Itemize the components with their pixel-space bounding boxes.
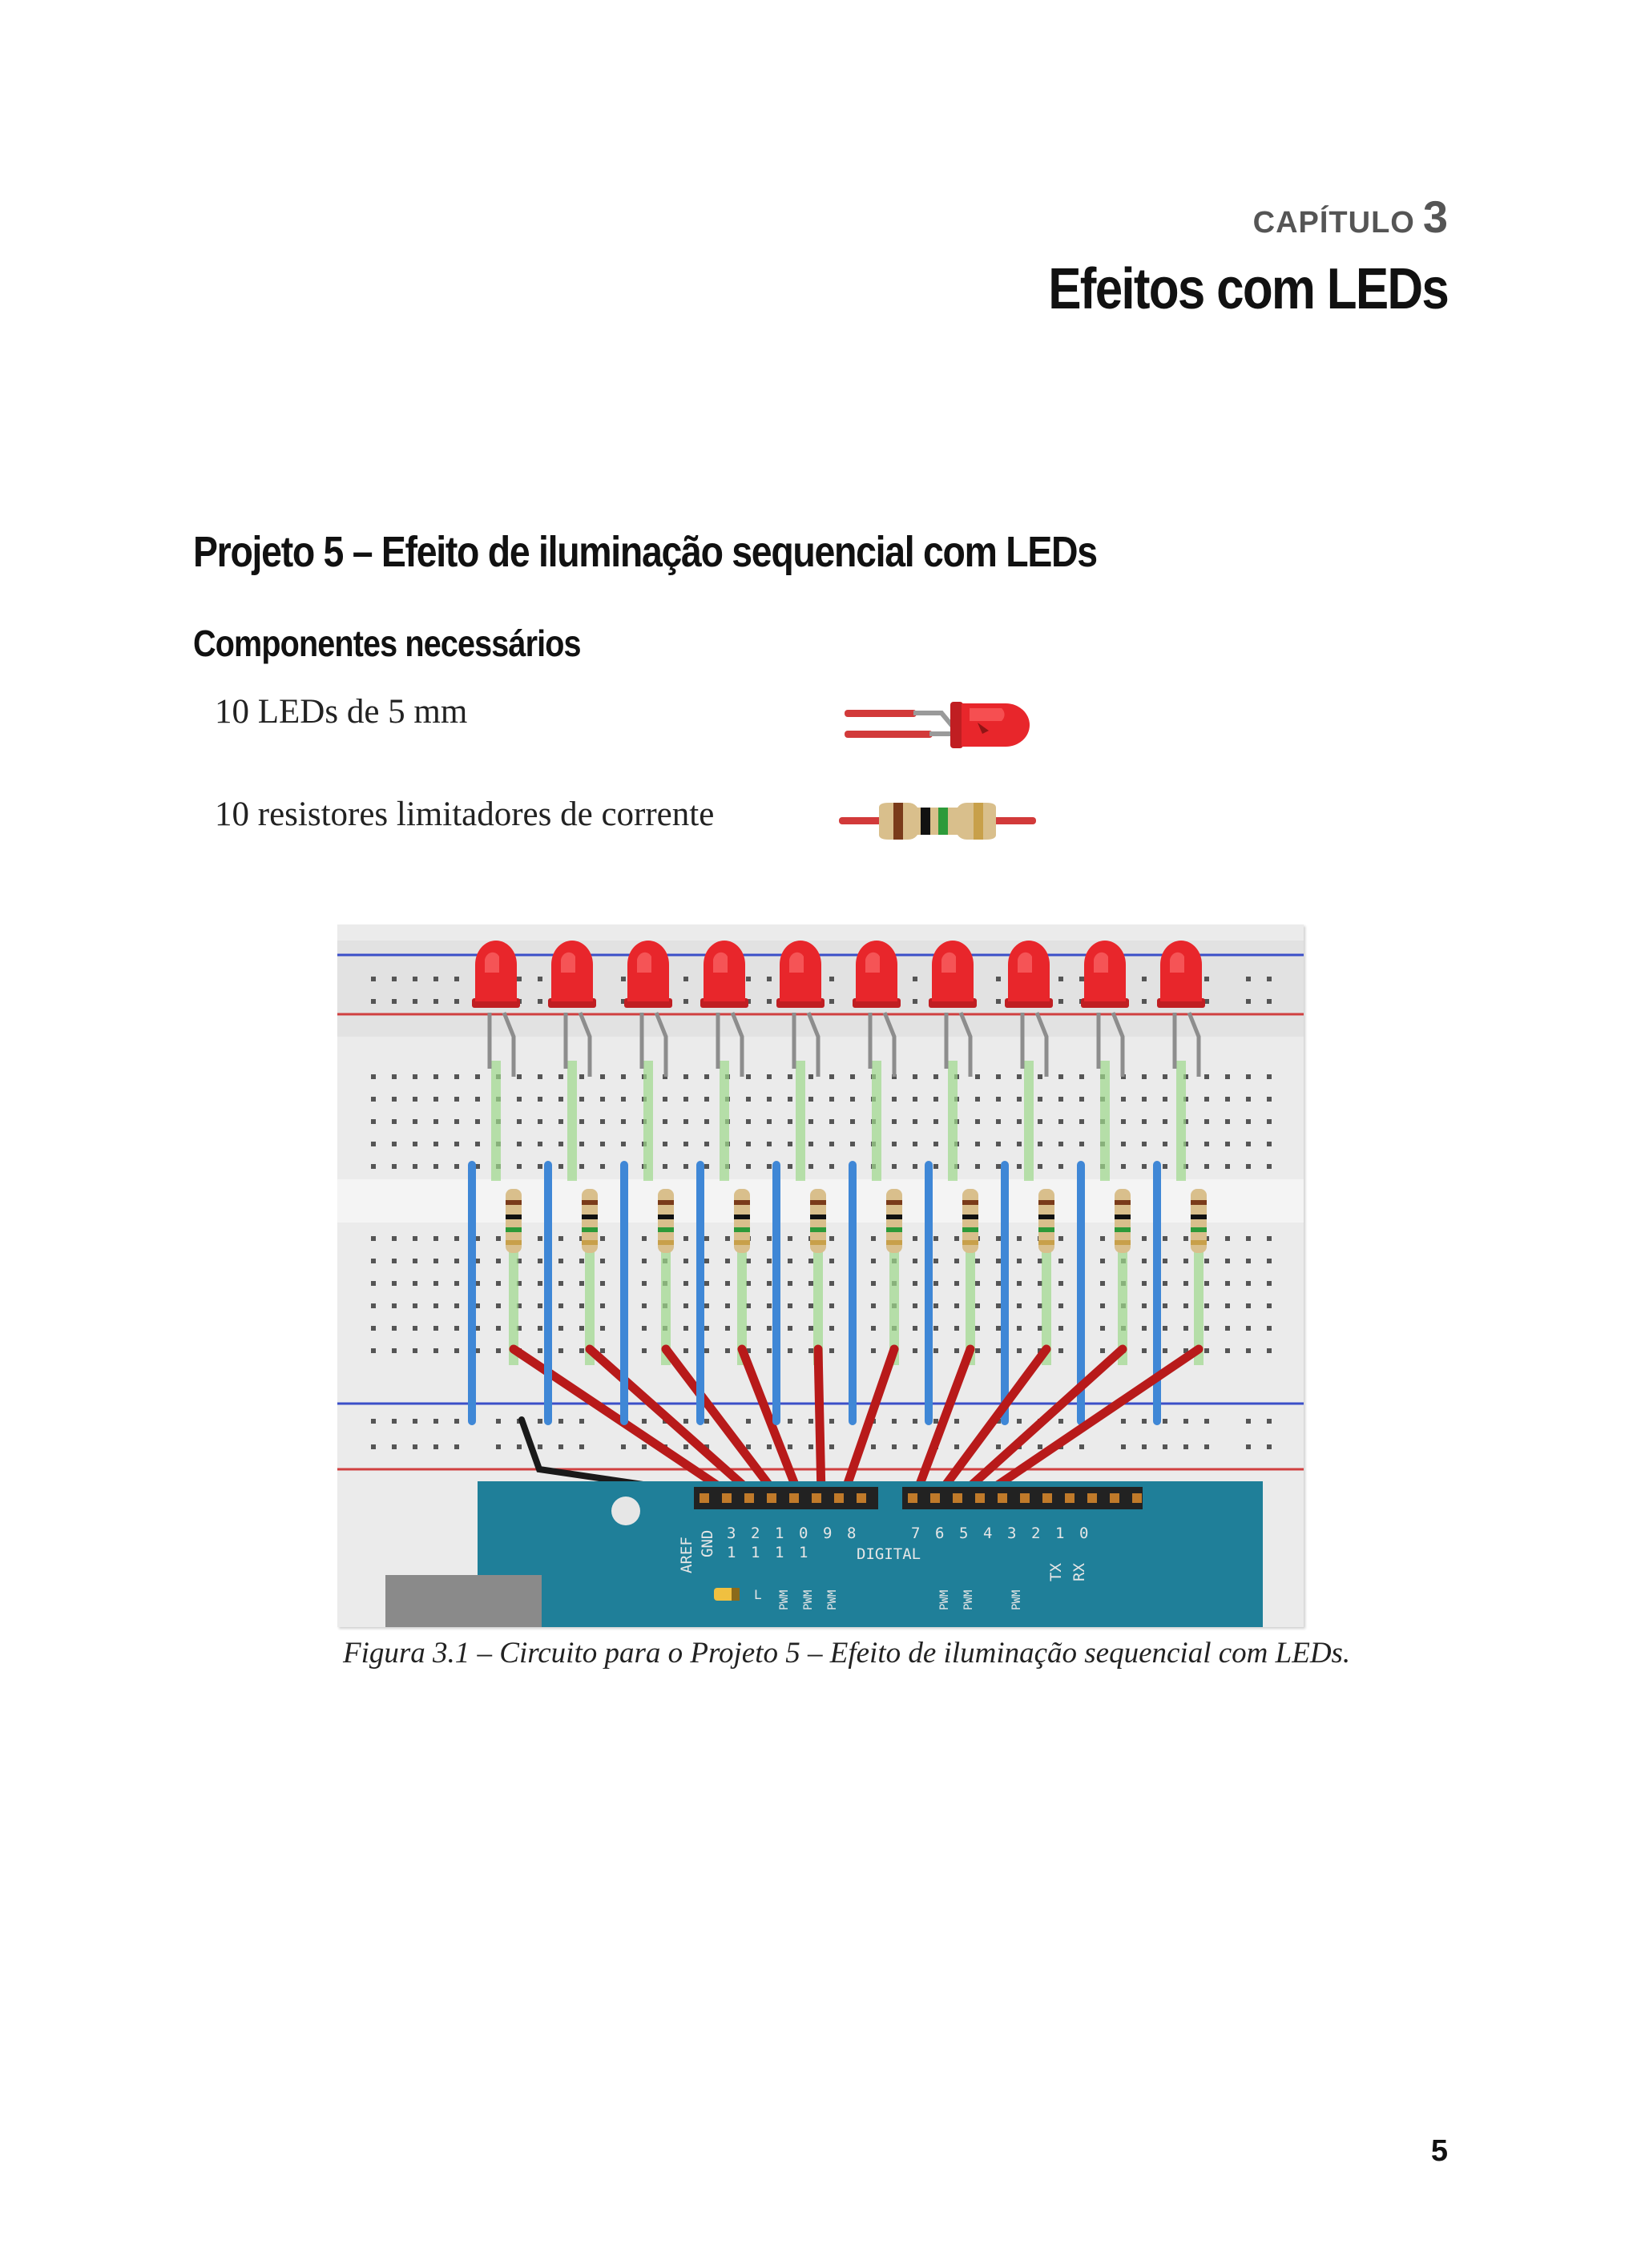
tens-10: 1 (799, 1544, 808, 1561)
component-led-label: 10 LEDs de 5 mm (215, 693, 468, 731)
pwm-label-6: PWM (938, 1590, 951, 1610)
red-jumper-wire (661, 1344, 781, 1500)
red-jumper-wire (956, 1344, 1127, 1500)
mount-hole (611, 1497, 640, 1525)
red-jumper-wire (911, 1344, 975, 1500)
pin-10: 0 (799, 1525, 808, 1542)
figure-caption: Figura 3.1 – Circuito para o Projeto 5 –… (343, 1637, 1351, 1670)
onboard-led-label: L (754, 1587, 762, 1602)
chapter-word: CAPÍTULO (1252, 206, 1415, 240)
rx-label: RX (1070, 1563, 1088, 1581)
red-jumper-wire (585, 1344, 759, 1500)
pin-6: 6 (935, 1525, 944, 1542)
aref-label: AREF (678, 1537, 696, 1573)
red-led-icon (845, 702, 1030, 748)
components-heading: Componentes necessários (193, 622, 582, 664)
red-jumper-wire (978, 1344, 1204, 1500)
pin-5: 5 (959, 1525, 968, 1542)
pwm-label-9: PWM (826, 1590, 839, 1610)
digital-label: DIGITAL (857, 1545, 921, 1563)
pin-9: 9 (823, 1525, 832, 1542)
tens-13: 1 (727, 1544, 736, 1561)
pin-3: 3 (1007, 1525, 1016, 1542)
pin-7: 7 (911, 1525, 920, 1542)
red-jumper-wire (813, 1344, 826, 1500)
red-jumper-wire (839, 1344, 899, 1500)
header-pins (700, 1493, 1142, 1503)
tens-11: 1 (775, 1544, 784, 1561)
chapter-number: 3 (1422, 191, 1448, 242)
pin-0: 0 (1079, 1525, 1088, 1542)
header-left (694, 1487, 878, 1509)
pin-4: 4 (983, 1525, 992, 1542)
pwm-label-3: PWM (1010, 1590, 1023, 1610)
chapter-title: Efeitos com LEDs (1048, 257, 1449, 321)
wiring-layer (468, 941, 1207, 1500)
pwm-label-10: PWM (802, 1590, 815, 1610)
red-jumper-wire (737, 1344, 804, 1500)
pin-1: 1 (1055, 1525, 1064, 1542)
tens-12: 1 (751, 1544, 760, 1561)
pwm-label-5: PWM (962, 1590, 975, 1610)
pwm-label-11: PWM (778, 1590, 791, 1610)
resistor-icon (839, 803, 1036, 840)
breadboard-circuit: AREF GND 3 2 1 0 9 8 1 1 1 1 7 6 5 4 3 2… (337, 925, 1304, 1627)
tx-label: TX (1047, 1563, 1065, 1581)
pin-8: 8 (847, 1525, 856, 1542)
red-jumper-wire (933, 1344, 1051, 1500)
pin-12: 2 (751, 1525, 760, 1542)
component-resistor-label: 10 resistores limitadores de corrente (215, 796, 715, 833)
pin-2: 2 (1031, 1525, 1040, 1542)
pin-11: 1 (775, 1525, 784, 1542)
pin-13: 3 (727, 1525, 736, 1542)
circuit-figure: AREF GND 3 2 1 0 9 8 1 1 1 1 7 6 5 4 3 2… (337, 925, 1304, 1627)
usb-connector (385, 1575, 542, 1627)
page-number: 5 (1430, 2134, 1448, 2168)
project-heading: Projeto 5 – Efeito de iluminação sequenc… (193, 528, 1098, 576)
gnd-label: GND (699, 1530, 716, 1557)
